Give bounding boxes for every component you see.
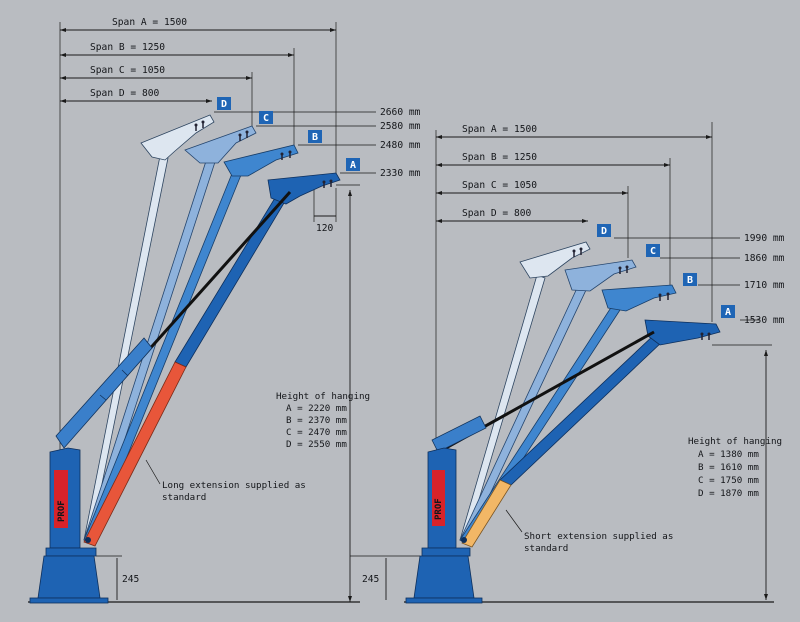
left-crane-diagram: Span A = 1500 Span B = 1250 Span C = 105…	[28, 17, 421, 604]
right-tag-c: C	[650, 246, 656, 257]
left-height-d-label: 2660 mm	[380, 107, 421, 118]
right-arm-d	[459, 241, 591, 544]
right-span-a-label: Span A = 1500	[462, 124, 537, 135]
left-hanging-title: Height of hanging	[276, 391, 370, 402]
right-tags: D C B A	[597, 224, 735, 318]
left-height-dimensions: 2660 mm 2580 mm 2480 mm 2330 mm 120 245	[96, 107, 421, 602]
left-tag-c: C	[263, 113, 269, 124]
left-height-b-label: 2480 mm	[380, 140, 421, 151]
left-arm-a	[83, 172, 341, 547]
right-tag-a: A	[725, 307, 731, 318]
left-base-height-label: 245	[122, 574, 139, 585]
left-hanging-c: C = 2470 mm	[286, 427, 347, 438]
right-span-dimensions: Span A = 1500 Span B = 1250 Span C = 105…	[435, 122, 713, 440]
left-arm-d	[83, 114, 215, 544]
left-span-dimensions: Span A = 1500 Span B = 1250 Span C = 105…	[59, 17, 337, 460]
right-height-dimensions: 1990 mm 1860 mm 1710 mm 1530 mm 245	[350, 233, 785, 600]
right-base-height-label: 245	[362, 574, 379, 585]
right-extension-note: Short extension supplied as standard	[505, 509, 673, 554]
left-hanging-b: B = 2370 mm	[286, 415, 347, 426]
left-brand-logo: PROF	[57, 500, 67, 522]
right-height-b-label: 1710 mm	[744, 280, 785, 291]
right-tag-d: D	[601, 226, 607, 237]
right-hydraulic-ram	[431, 330, 655, 453]
left-arm-b	[83, 144, 299, 544]
left-extension-note: Long extension supplied as standard	[145, 459, 306, 503]
right-span-d-label: Span D = 800	[462, 208, 532, 219]
right-extension-note-line2: standard	[524, 543, 568, 554]
left-span-b-label: Span B = 1250	[90, 42, 165, 53]
right-brand-logo: PROF	[434, 498, 444, 520]
right-hanging-c: C = 1750 mm	[698, 475, 759, 486]
right-height-d-label: 1990 mm	[744, 233, 785, 244]
right-arm-a	[461, 319, 721, 548]
right-arm-c	[459, 259, 637, 544]
left-tag-b: B	[312, 132, 318, 143]
right-span-b-label: Span B = 1250	[462, 152, 537, 163]
right-crane-diagram: Span A = 1500 Span B = 1250 Span C = 105…	[350, 122, 785, 604]
left-tag-d: D	[221, 99, 227, 110]
right-span-c-label: Span C = 1050	[462, 180, 537, 191]
left-hanging-d: D = 2550 mm	[286, 439, 347, 450]
left-height-c-label: 2580 mm	[380, 121, 421, 132]
left-hydraulic-ram	[55, 191, 292, 449]
left-span-d-label: Span D = 800	[90, 88, 160, 99]
right-height-c-label: 1860 mm	[744, 253, 785, 264]
left-offset-label: 120	[316, 223, 334, 234]
left-height-a-label: 2330 mm	[380, 168, 421, 179]
right-hanging-b: B = 1610 mm	[698, 462, 759, 473]
left-span-c-label: Span C = 1050	[90, 65, 165, 76]
left-mast: PROF	[29, 447, 109, 604]
right-height-a-label: 1530 mm	[744, 315, 785, 326]
right-tag-b: B	[687, 275, 693, 286]
right-hanging-heights: Height of hanging A = 1380 mm B = 1610 m…	[688, 436, 782, 499]
left-extension-note-line2: standard	[162, 492, 206, 503]
right-hanging-a: A = 1380 mm	[698, 449, 759, 460]
left-hanging-a: A = 2220 mm	[286, 403, 347, 414]
right-extension-note-line1: Short extension supplied as	[524, 531, 673, 542]
left-tags: D C B A	[217, 97, 360, 171]
right-hanging-d: D = 1870 mm	[698, 488, 759, 499]
left-tag-a: A	[350, 160, 356, 171]
right-hanging-title: Height of hanging	[688, 436, 782, 447]
left-extension-note-line1: Long extension supplied as	[162, 480, 306, 491]
left-span-a-label: Span A = 1500	[112, 17, 187, 28]
left-hanging-heights: Height of hanging A = 2220 mm B = 2370 m…	[276, 391, 370, 450]
right-mast: PROF	[405, 447, 483, 604]
